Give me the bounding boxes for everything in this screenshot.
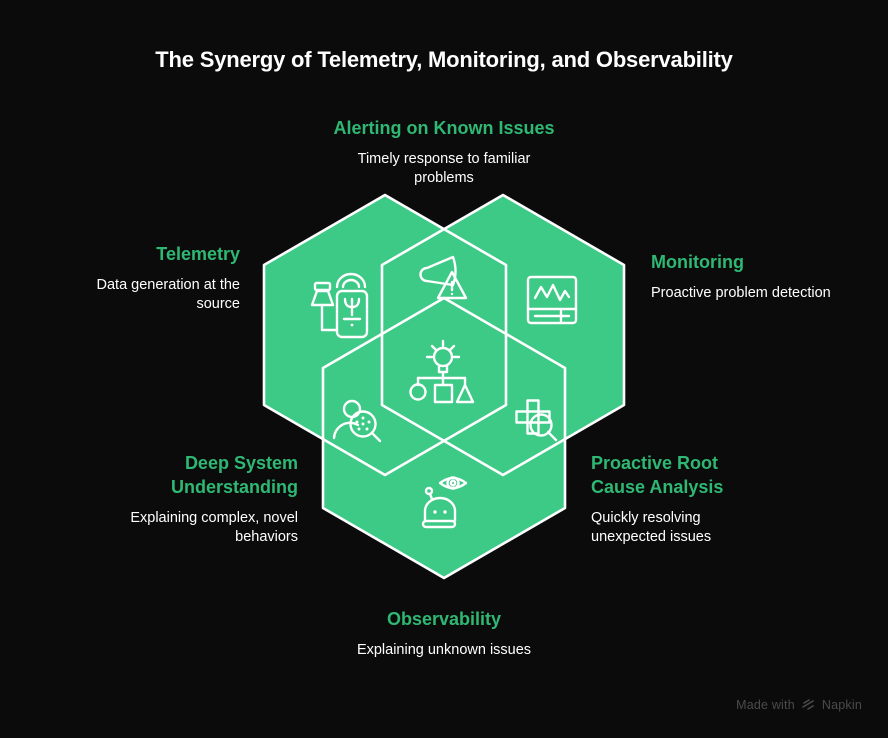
callout-deep-system-understanding: Deep System Understanding Explaining com… (68, 451, 298, 546)
deep-system-description: Explaining complex, novel behaviors (130, 510, 298, 545)
observability-description: Explaining unknown issues (356, 642, 532, 658)
alerting-description: Timely response to familiar problems (357, 151, 531, 186)
page-title: The Synergy of Telemetry, Monitoring, an… (155, 47, 733, 72)
deep-system-heading: Deep System Understanding (170, 453, 298, 497)
callout-telemetry: Telemetry Data generation at the source (20, 242, 241, 313)
monitor-chart-icon (526, 275, 578, 325)
telemetry-heading: Telemetry (156, 244, 240, 264)
made-with-label: Made with (736, 697, 795, 712)
puzzle-magnifier-icon (515, 399, 558, 442)
megaphone-warning-icon (419, 255, 468, 300)
hexagon-fills (264, 195, 624, 578)
napkin-logo-icon (802, 699, 814, 710)
robot-eye-icon (421, 476, 468, 529)
observability-hexagon (323, 298, 565, 578)
callout-alerting: Alerting on Known Issues Timely response… (194, 116, 694, 187)
callout-monitoring: Monitoring Proactive problem detection (651, 250, 881, 303)
hexagon-outlines (262, 193, 626, 580)
observability-heading: Observability (386, 609, 502, 629)
sensor-phone-icon (310, 272, 369, 339)
root-cause-description: Quickly resolving unexpected issues (591, 510, 712, 545)
monitoring-description: Proactive problem detection (651, 285, 831, 301)
lightbulb-flowchart-icon (409, 339, 475, 404)
napkin-brand-label: Napkin (821, 697, 862, 712)
root-cause-heading: Proactive Root Cause Analysis (591, 453, 724, 497)
callout-observability: Observability Explaining unknown issues (194, 607, 694, 660)
person-magnifier-icon (332, 399, 382, 443)
monitoring-heading: Monitoring (651, 252, 744, 272)
alerting-heading: Alerting on Known Issues (333, 118, 555, 138)
telemetry-description: Data generation at the source (96, 277, 241, 312)
callout-proactive-root-cause: Proactive Root Cause Analysis Quickly re… (591, 451, 831, 546)
made-with-napkin: Made with Napkin (736, 697, 862, 712)
